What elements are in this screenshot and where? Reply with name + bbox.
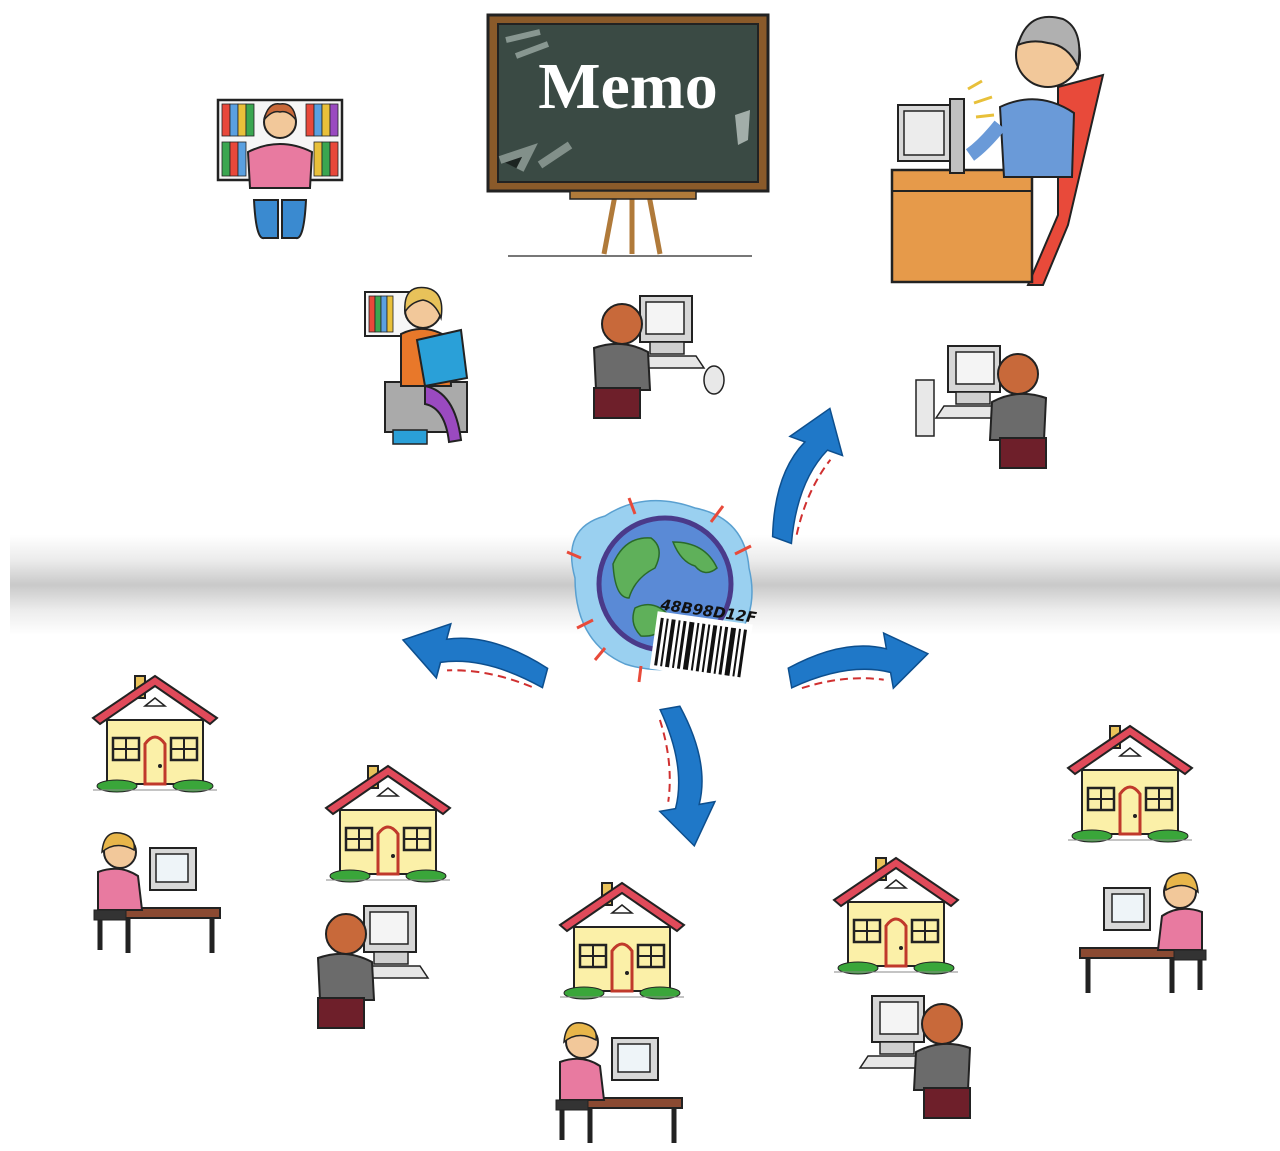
- student-reading-chair: [364, 286, 469, 445]
- house-1: [91, 674, 219, 794]
- arrow-down: [641, 702, 723, 852]
- student-computer-right: [915, 345, 1047, 469]
- teacher-at-computer: [890, 15, 1105, 286]
- arrow-left: [394, 611, 554, 707]
- house-2: [324, 764, 452, 884]
- home-user-3: [556, 1023, 682, 1143]
- student-reading-bookshelf: [216, 98, 344, 240]
- home-user-5: [1080, 873, 1206, 993]
- home-user-4: [859, 995, 971, 1119]
- arrow-right: [784, 625, 934, 707]
- student-computer-center: [593, 295, 725, 419]
- house-5: [1066, 724, 1194, 844]
- house-3: [558, 881, 686, 1001]
- network-globe: 48B98D12F: [566, 497, 758, 683]
- arrow-up: [754, 397, 858, 551]
- memo-title: Memo: [538, 50, 718, 123]
- memo-chalkboard: Memo: [486, 13, 770, 257]
- home-user-2: [317, 905, 429, 1029]
- home-user-1: [94, 833, 220, 953]
- house-4: [832, 856, 960, 976]
